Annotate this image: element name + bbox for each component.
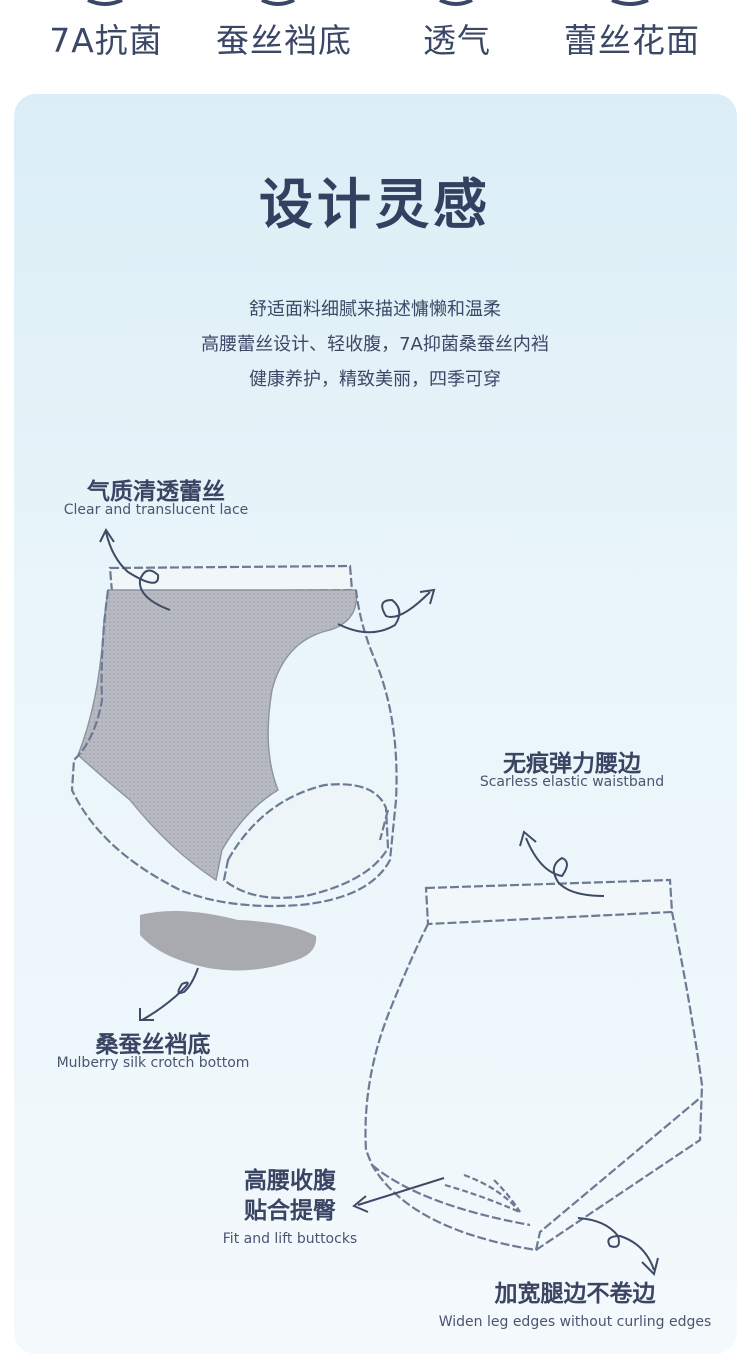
feature-icons-edge	[87, 0, 649, 6]
crotch-label: 桑蚕丝裆底	[95, 1032, 211, 1058]
waistband-label-en: Scarless elastic waistband	[479, 774, 665, 790]
leg-edge-label-en: Widen leg edges without curling edges	[438, 1314, 712, 1330]
feature-row: 7A抗菌 蚕丝裆底 透气 蕾丝花面	[0, 14, 750, 64]
crotch-piece-drawing	[140, 911, 317, 971]
leg-edge-label: 加宽腿边不卷边	[494, 1281, 656, 1307]
feature-lace-surface: 蕾丝花面	[564, 21, 700, 60]
high-waist-label-line-2: 贴合提臀	[244, 1198, 336, 1224]
back-brief-drawing	[364, 878, 704, 1252]
description-line-3: 健康养护，精致美丽，四季可穿	[249, 369, 501, 390]
description-line-2: 高腰蕾丝设计、轻收腹，7A抑菌桑蚕丝内裆	[201, 334, 549, 355]
high-waist-label-line-1: 高腰收腹	[244, 1168, 336, 1194]
feature-antibacterial: 7A抗菌	[49, 21, 163, 60]
high-waist-label-en: Fit and lift buttocks	[222, 1231, 358, 1247]
section-title: 设计灵感	[259, 173, 491, 236]
feature-silk-crotch: 蚕丝裆底	[216, 21, 352, 60]
feature-breathable: 透气	[423, 21, 491, 60]
description-line-1: 舒适面料细腻来描述慵懒和温柔	[249, 299, 501, 320]
front-brief-drawing	[70, 564, 398, 908]
lace-label-en: Clear and translucent lace	[63, 502, 249, 518]
lace-label: 气质清透蕾丝	[87, 479, 225, 505]
crotch-label-en: Mulberry silk crotch bottom	[56, 1055, 250, 1071]
waistband-label: 无痕弹力腰边	[503, 751, 641, 777]
